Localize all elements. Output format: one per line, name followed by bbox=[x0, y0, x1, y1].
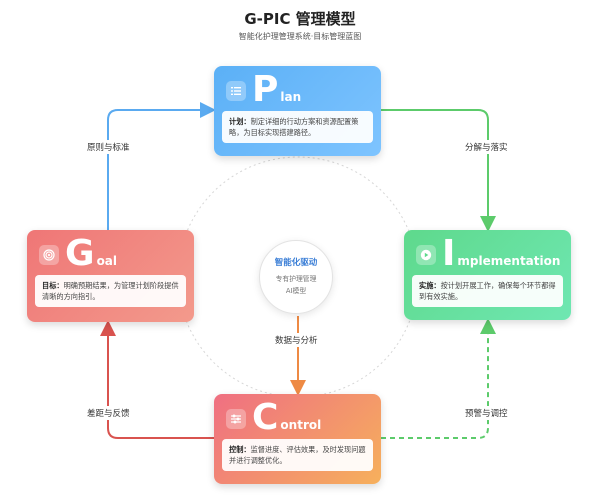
arrow-control-to-goal bbox=[100, 320, 214, 439]
label-goal-to-plan: 原则与标准 bbox=[85, 140, 132, 154]
plan-term: 计划 bbox=[229, 117, 244, 126]
page-title: G-PIC 管理模型 bbox=[244, 10, 356, 28]
plan-text: 制定详细的行动方案和资源配置策略，为目标实现搭建路径。 bbox=[229, 117, 359, 137]
goal-term: 目标 bbox=[42, 281, 57, 290]
implementation-letter: I bbox=[442, 233, 456, 274]
goal-separator: ： bbox=[56, 281, 64, 290]
label-control-to-goal: 差距与反馈 bbox=[85, 406, 132, 420]
goal-card: G oal 目标：明确预期结果，为管理计划阶段提供清晰的方向指引。 bbox=[27, 230, 194, 322]
implementation-description: 实施：按计划开展工作，确保每个环节都得到有效实施。 bbox=[412, 275, 563, 307]
implementation-card: I mplementation 实施：按计划开展工作，确保每个环节都得到有效实施… bbox=[404, 230, 571, 320]
target-icon bbox=[39, 245, 59, 265]
implementation-text: 按计划开展工作，确保每个环节都得到有效实施。 bbox=[419, 281, 556, 301]
page-subtitle: 智能化护理管理系统·目标管理蓝图 bbox=[238, 32, 362, 41]
label-control-to-impl: 预警与调控 bbox=[463, 406, 510, 420]
center-line-1: 专有护理管理 bbox=[275, 275, 317, 283]
arrow-plan-to-impl bbox=[381, 109, 496, 232]
control-description: 控制：监督进度、评估效果，及时发现问题并进行调整优化。 bbox=[222, 439, 373, 471]
center-title: 智能化驱动 bbox=[274, 258, 318, 268]
arrow-control-to-impl bbox=[381, 318, 496, 439]
label-center-to-control: 数据与分析 bbox=[273, 333, 320, 347]
plan-card: P lan 计划：制定详细的行动方案和资源配置策略，为目标实现搭建路径。 bbox=[214, 66, 381, 156]
plan-description: 计划：制定详细的行动方案和资源配置策略，为目标实现搭建路径。 bbox=[222, 111, 373, 143]
control-text: 监督进度、评估效果，及时发现问题并进行调整优化。 bbox=[229, 445, 366, 465]
play-icon bbox=[416, 245, 436, 265]
control-separator: ： bbox=[243, 445, 251, 454]
sliders-icon bbox=[226, 409, 246, 429]
implementation-word: mplementation bbox=[457, 254, 561, 268]
implementation-term: 实施 bbox=[419, 281, 434, 290]
control-term: 控制 bbox=[229, 445, 244, 454]
plan-separator: ： bbox=[243, 117, 251, 126]
plan-word: lan bbox=[280, 90, 302, 104]
arrow-goal-to-plan bbox=[107, 102, 216, 230]
list-icon bbox=[226, 81, 246, 101]
center-hub: 智能化驱动 专有护理管理 AI模型 bbox=[259, 240, 333, 314]
goal-word: oal bbox=[96, 254, 118, 268]
center-line-2: AI模型 bbox=[285, 287, 307, 295]
implementation-separator: ： bbox=[433, 281, 441, 290]
control-letter: C bbox=[252, 397, 279, 438]
control-word: ontrol bbox=[280, 418, 322, 432]
plan-letter: P bbox=[252, 69, 279, 110]
control-card: C ontrol 控制：监督进度、评估效果，及时发现问题并进行调整优化。 bbox=[214, 394, 381, 484]
goal-description: 目标：明确预期结果，为管理计划阶段提供清晰的方向指引。 bbox=[35, 275, 186, 307]
goal-letter: G bbox=[65, 233, 95, 274]
label-plan-to-impl: 分解与落实 bbox=[463, 140, 510, 154]
goal-text: 明确预期结果，为管理计划阶段提供清晰的方向指引。 bbox=[42, 281, 179, 301]
